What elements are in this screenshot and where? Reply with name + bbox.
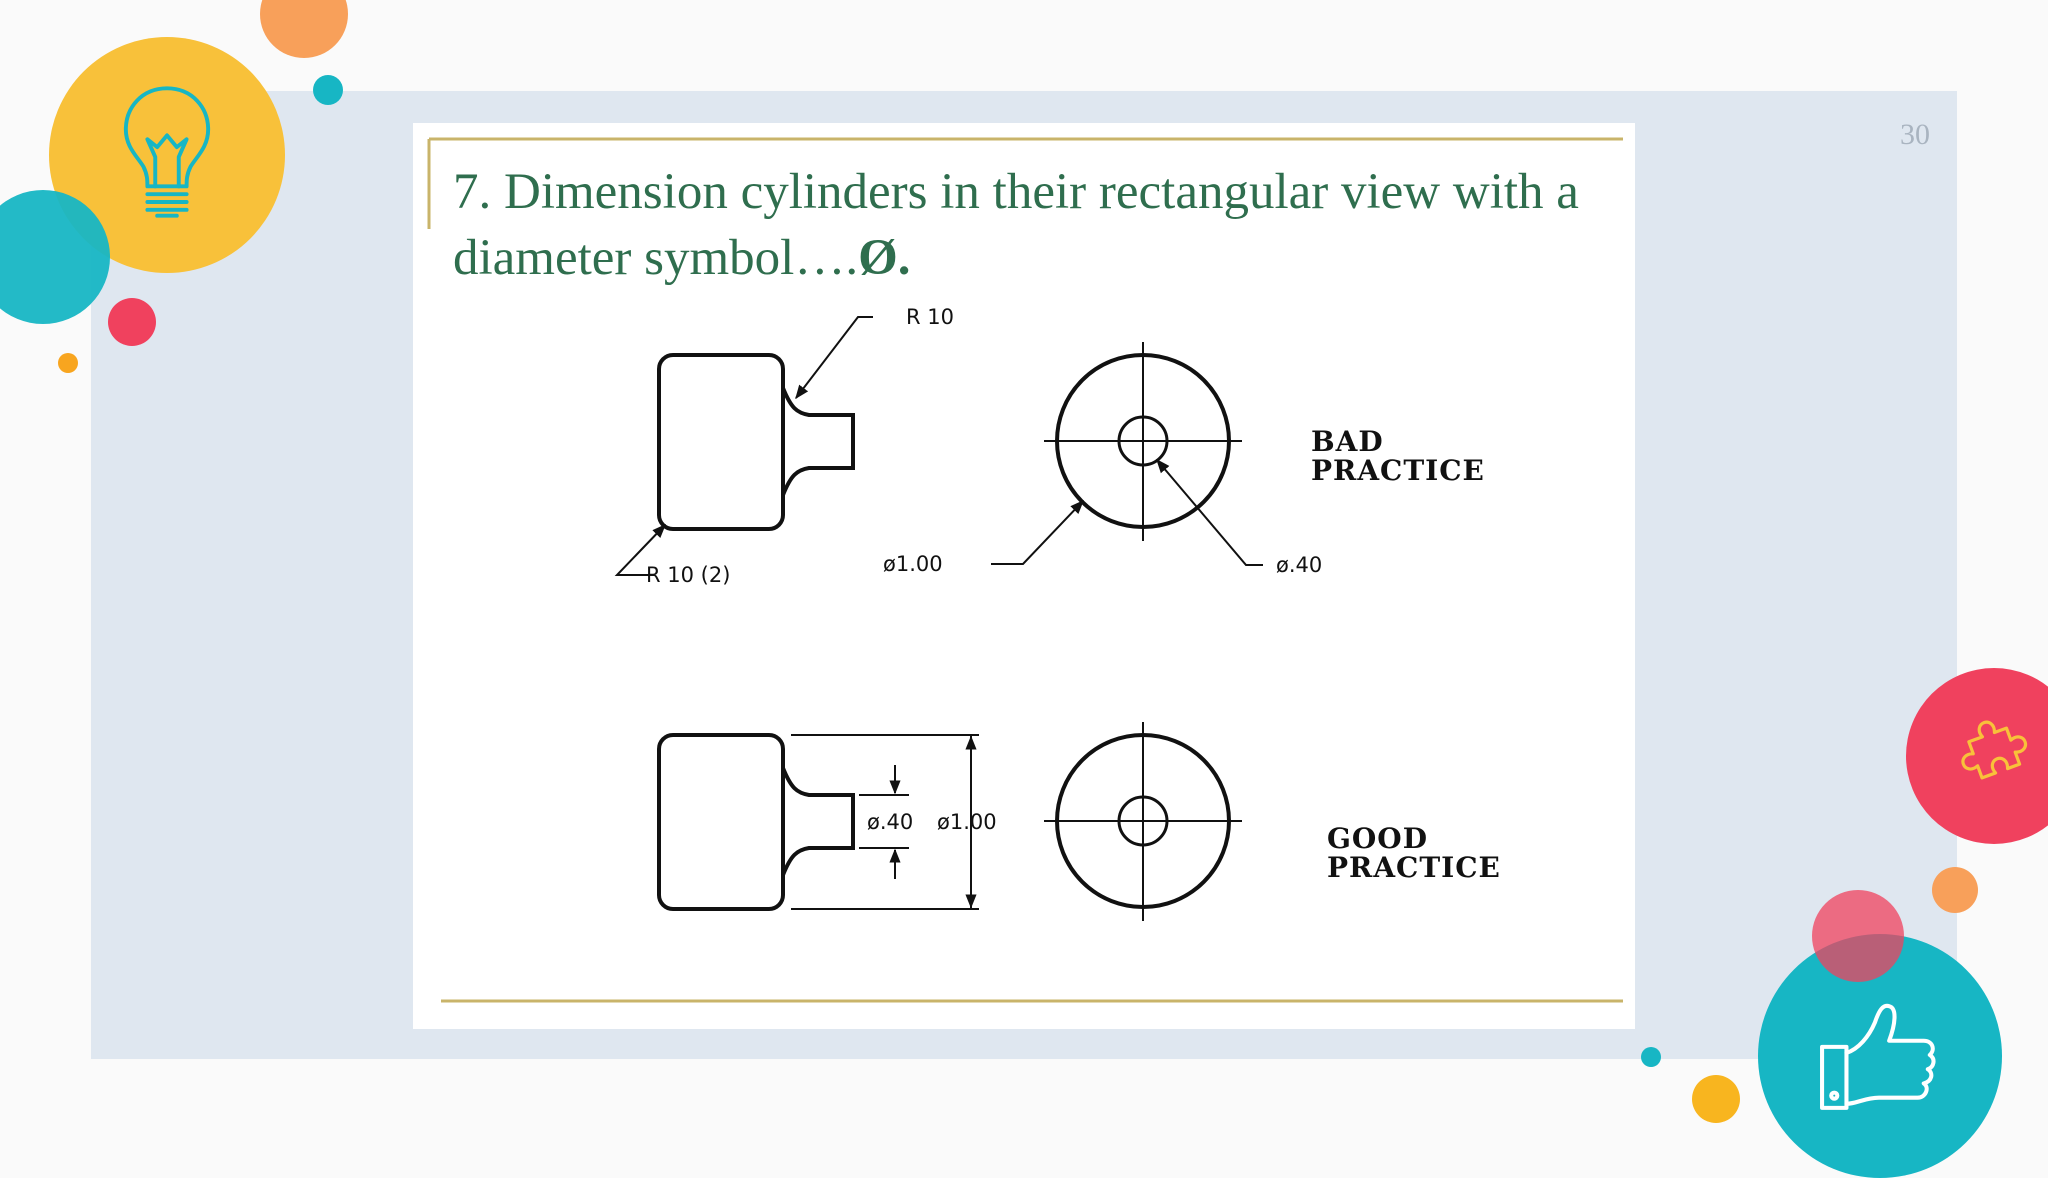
bad-top-leader: R 10	[795, 305, 954, 400]
heading-line-2: diameter symbol….Ø.	[453, 225, 1623, 291]
teal-dot-small	[313, 75, 343, 105]
good-outer-dia-label: ø1.00	[937, 810, 997, 834]
bad-end-view	[1044, 342, 1242, 541]
puzzle-icon	[1961, 720, 2028, 780]
lightbulb-icon	[123, 86, 211, 218]
slide-heading: 7. Dimension cylinders in their rectangu…	[453, 159, 1623, 291]
good-practice-label-2: PRACTICE	[1327, 851, 1501, 884]
bad-bottom-leader: R 10 (2)	[614, 523, 730, 587]
orange-dot-right	[1932, 867, 1978, 913]
teal-circle	[0, 190, 110, 324]
bad-practice-label-2: PRACTICE	[1311, 454, 1485, 487]
good-inner-dia-label: ø.40	[867, 810, 913, 834]
slide-image: 7. Dimension cylinders in their rectangu…	[413, 123, 1635, 1029]
bad-radius-bottom-label: R 10 (2)	[646, 563, 730, 587]
good-practice-label-1: GOOD	[1327, 822, 1428, 855]
good-dimensions	[791, 734, 979, 910]
heading-line-1: 7. Dimension cylinders in their rectangu…	[453, 164, 1579, 220]
bad-radius-top-label: R 10	[906, 305, 954, 329]
bad-inner-dia-leader: ø.40	[1156, 458, 1322, 577]
pink-dot	[108, 298, 156, 346]
yellow-dot-small	[58, 353, 78, 373]
diameter-symbol: Ø.	[858, 230, 911, 286]
bad-outer-dia-label: ø1.00	[883, 552, 943, 576]
thumbs-up-icon	[1820, 1003, 1936, 1110]
good-side-view	[657, 733, 855, 911]
yellow-dot-bottom	[1692, 1075, 1740, 1123]
good-end-view	[1044, 722, 1242, 921]
yellow-circle	[49, 37, 285, 273]
page-number: 30	[1900, 118, 1930, 151]
bad-inner-dia-label: ø.40	[1276, 553, 1322, 577]
heading-line-2-text: diameter symbol….	[453, 230, 859, 286]
slide-frame	[427, 137, 1623, 1003]
bad-practice-label-1: BAD	[1311, 425, 1384, 458]
coral-circle	[1812, 890, 1904, 982]
teal-dot-bottom	[1641, 1047, 1661, 1067]
bad-outer-dia-leader: ø1.00	[883, 499, 1084, 576]
pink-circle	[1906, 668, 2048, 844]
engineering-drawing: R 10 R 10 (2) ø1.00 ø.40 BAD PRACTICE	[614, 305, 1501, 921]
orange-dot	[260, 0, 348, 58]
bad-side-view	[657, 353, 855, 531]
